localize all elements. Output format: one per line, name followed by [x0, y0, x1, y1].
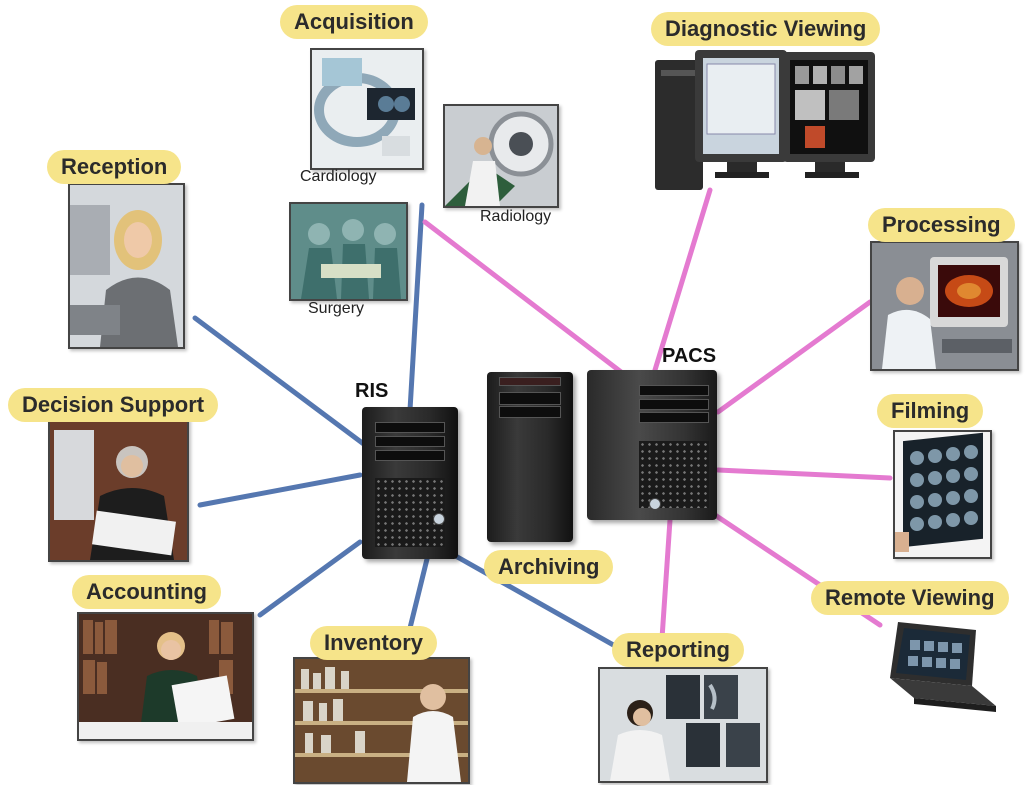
pacs-link-filming: [715, 467, 893, 481]
acquisition-label: Acquisition: [280, 5, 428, 39]
reception-photo: [68, 183, 185, 349]
diagnostic-viewing-workstation: [655, 50, 875, 200]
radiology-label: Radiology: [480, 208, 552, 225]
remote-viewing-laptop: [880, 620, 998, 724]
processing-label: Processing: [868, 208, 1015, 242]
reporting-label: Reporting: [612, 633, 744, 667]
radiology-photo: [443, 104, 559, 208]
ris-link-decision-support: [197, 472, 363, 508]
pacs-server: [587, 370, 717, 520]
surgery-label: Surgery: [308, 300, 365, 317]
cardiology-label: Cardiology: [300, 168, 377, 185]
filming-label: Filming: [877, 394, 984, 428]
pacs-link-acquisition: [422, 219, 628, 378]
archiving-label: Archiving: [484, 550, 614, 584]
ris-label: RIS: [355, 380, 389, 402]
surgery-photo: [289, 202, 408, 301]
ris-link-reception: [192, 315, 368, 448]
inventory-label: Inventory: [310, 626, 438, 660]
decision-support-label: Decision Support: [8, 388, 219, 422]
ris-link-accounting: [257, 539, 363, 618]
decision-support-photo: [48, 418, 189, 562]
ris-link-reporting: [442, 547, 643, 663]
ris-link-acquisition: [407, 202, 425, 413]
accounting-photo: [77, 612, 254, 741]
processing-photo: [870, 241, 1019, 371]
reporting-photo: [598, 667, 768, 783]
remote-viewing-label: Remote Viewing: [811, 581, 1009, 615]
reception-label: Reception: [47, 150, 182, 184]
cardiology-photo: [310, 48, 424, 170]
pacs-link-diagnostic-viewing: [652, 187, 713, 373]
filming-photo: [893, 430, 992, 559]
accounting-label: Accounting: [72, 575, 221, 609]
ris-server: [362, 407, 458, 559]
pacs-link-processing: [715, 299, 873, 415]
diagnostic-viewing-label: Diagnostic Viewing: [651, 12, 881, 46]
archiving-server: [487, 372, 573, 542]
inventory-photo: [293, 657, 470, 784]
pacs-label: PACS: [662, 345, 717, 367]
ris-link-inventory: [407, 552, 431, 631]
